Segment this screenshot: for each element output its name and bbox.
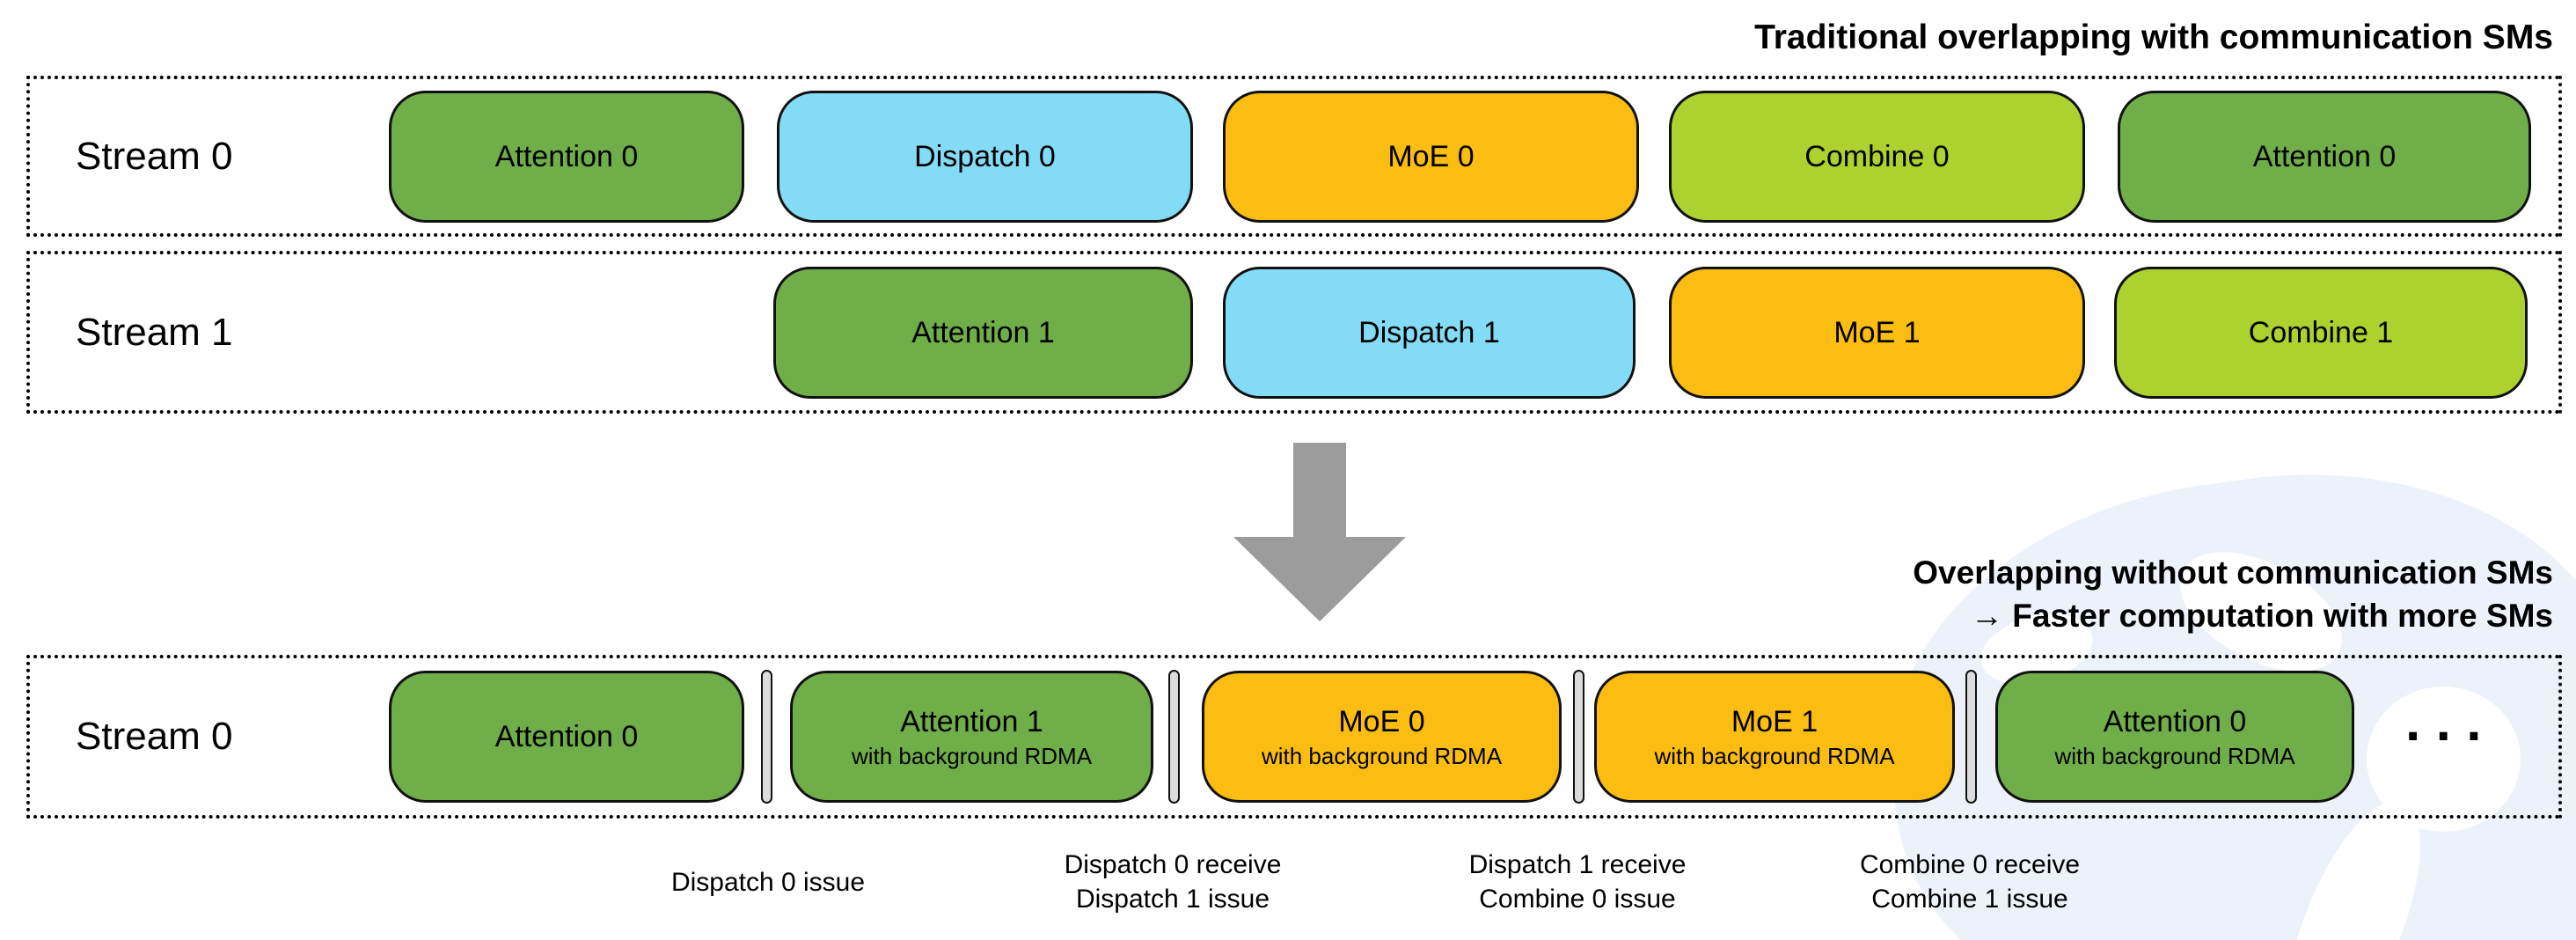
stream-label: Stream 0: [76, 715, 233, 758]
task-block-label: Attention 0: [2103, 705, 2247, 738]
task-block-sublabel: with background RDMA: [851, 743, 1093, 769]
task-block-combine-0: Combine 0: [1669, 90, 2085, 223]
annotation-line: Combine 1 issue: [1871, 885, 2068, 914]
section-title-line-1: Overlapping without communication SMs: [1913, 554, 2553, 591]
annotation-dispatch-0-issue: Dispatch 0 issue: [566, 841, 970, 922]
sync-separator-bar-3: [1573, 670, 1584, 804]
stream-label: Stream 1: [76, 310, 233, 354]
stream-row-traditional-0: Stream 0 Attention 0 Dispatch 0 MoE 0 Co…: [26, 76, 2562, 237]
task-block-label: Attention 0: [494, 720, 639, 753]
task-block-dispatch-1: Dispatch 1: [1223, 266, 1636, 399]
task-block-attention-1: Attention 1: [773, 266, 1193, 399]
task-block-label: MoE 1: [1731, 705, 1819, 738]
annotation-line: Dispatch 0 issue: [670, 867, 866, 897]
continuation-ellipsis: ···: [2405, 706, 2497, 767]
task-block-dispatch-0: Dispatch 0: [777, 90, 1193, 223]
annotation-line: Dispatch 1 issue: [1075, 885, 1270, 914]
annotation-line: Combine 0 issue: [1479, 885, 1676, 914]
stream-row-traditional-1: Stream 1 Attention 1 Dispatch 1 MoE 1 Co…: [26, 251, 2562, 414]
task-block-label: Attention 1: [900, 705, 1043, 738]
task-block-attention-0: Attention 0: [389, 671, 744, 803]
task-block-label: Combine 0: [1804, 139, 1950, 173]
task-block-label: MoE 1: [1833, 315, 1921, 349]
annotation-line: Combine 0 receive: [1859, 850, 2081, 879]
task-block-attention-0-next: Attention 0: [2118, 90, 2531, 223]
task-block-label: Attention 0: [2252, 139, 2397, 173]
annotation-dispatch-1-receive: Dispatch 1 receive Combine 0 issue: [1375, 841, 1780, 922]
task-block-moe-0: MoE 0: [1223, 90, 1639, 223]
task-block-sublabel: with background RDMA: [2054, 743, 2295, 769]
section-title-traditional: Traditional overlapping with communicati…: [1754, 18, 2553, 56]
task-block-moe-0-rdma: MoE 0 with background RDMA: [1202, 671, 1562, 803]
sync-separator-bar-4: [1965, 670, 1977, 804]
task-block-moe-1-rdma: MoE 1 with background RDMA: [1594, 671, 1955, 803]
task-block-label: MoE 0: [1387, 139, 1475, 173]
down-arrow-icon: [1233, 443, 1406, 626]
task-block-moe-1: MoE 1: [1669, 266, 2085, 399]
task-block-attention-0: Attention 0: [389, 90, 744, 223]
section-title-optimized: Overlapping without communication SMs → …: [1913, 551, 2553, 637]
sync-separator-bar-1: [761, 670, 772, 804]
annotation-combine-0-receive: Combine 0 receive Combine 1 issue: [1767, 841, 2172, 922]
stream-row-optimized-0: Stream 0 Attention 0 Attention 1 with ba…: [26, 655, 2562, 819]
task-block-combine-1: Combine 1: [2114, 266, 2528, 399]
sync-separator-bar-2: [1168, 670, 1180, 804]
task-block-label: Combine 1: [2248, 315, 2394, 349]
task-block-attention-0-rdma: Attention 0 with background RDMA: [1995, 671, 2354, 803]
annotation-line: Dispatch 1 receive: [1468, 850, 1687, 879]
task-block-sublabel: with background RDMA: [1654, 743, 1895, 769]
task-block-attention-1-rdma: Attention 1 with background RDMA: [790, 671, 1153, 803]
task-block-sublabel: with background RDMA: [1261, 743, 1503, 769]
task-block-label: Attention 1: [911, 315, 1055, 349]
task-block-label: MoE 0: [1338, 705, 1425, 738]
task-block-label: Dispatch 1: [1358, 315, 1500, 349]
annotation-line: Dispatch 0 receive: [1064, 850, 1282, 879]
section-title-line-2: → Faster computation with more SMs: [1971, 598, 2553, 634]
annotation-dispatch-0-receive: Dispatch 0 receive Dispatch 1 issue: [970, 841, 1375, 922]
task-block-label: Attention 0: [494, 139, 639, 173]
task-block-label: Dispatch 0: [914, 139, 1056, 173]
stream-label: Stream 0: [76, 134, 233, 178]
